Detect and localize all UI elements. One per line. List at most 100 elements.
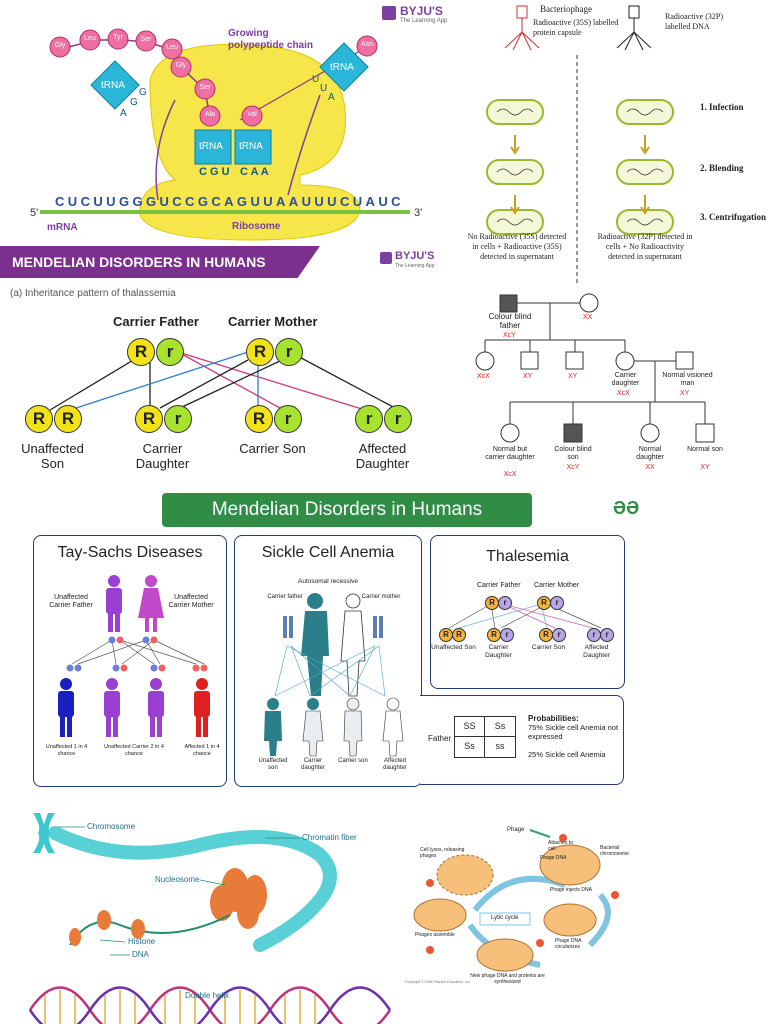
child-2-allele-1: R (135, 405, 163, 433)
lytic-phage-dna: Phage DNA (540, 855, 567, 861)
thal-small-diagram (448, 603, 602, 629)
lytic-bact-chrom: Bacterial chromosome (600, 845, 629, 857)
sickle-child-label-1: Unaffected son (258, 758, 288, 771)
small-child-2-allele-1: R (487, 628, 501, 642)
thal-small-child-1: Unaffected Son (431, 644, 476, 651)
sickle-child-4 (382, 697, 404, 757)
tay-sachs-title: Tay-Sachs Diseases (57, 544, 203, 561)
ts-child-affected (194, 678, 210, 737)
prob-1: 75% Sickle cell Anemia not expressed (528, 723, 619, 741)
gfg-title: Mendelian Disorders in Humans (211, 499, 483, 520)
step-infection: 1. Infection (700, 102, 744, 112)
amino-acid-9 (241, 105, 263, 127)
ped-gen3-label-2: Colour blind son (554, 446, 592, 461)
sickle-child-1 (264, 698, 282, 756)
ped-gen3-geno-4: XY (700, 464, 710, 471)
radio-dna-label: Radioactive (32P) labelled DNA (665, 12, 723, 31)
prob-title: Probabilities: (528, 714, 579, 723)
step-centrifugation: 3. Centrifugation (700, 212, 766, 222)
sickle-child-2 (302, 698, 324, 757)
thal-small-child-4: Affected Daughter (583, 644, 610, 659)
step-arrow-4 (640, 195, 650, 215)
pedigree-father-square (499, 294, 518, 313)
hershey-diagram (486, 5, 674, 285)
small-child-3-allele-1: R (539, 628, 553, 642)
ts-father-figure (106, 575, 122, 632)
child-1-allele-2: R (54, 405, 82, 433)
sickle-child-label-4: Affected daughter (383, 758, 407, 771)
chromatin-diagram (28, 813, 392, 1024)
sickle-father-figure (301, 593, 329, 696)
small-child-1-allele-1: R (439, 628, 453, 642)
punnett-box: Father SS Ss Ss ss Probabilities: 75% Si… (420, 695, 624, 785)
double-helix (28, 986, 392, 1024)
punnett-cell-4: ss (495, 741, 505, 751)
amino-acid-label-10: Asn (360, 41, 374, 48)
sickle-mother-figure (340, 593, 366, 697)
amino-acid-label-6: Gly (175, 62, 187, 69)
anticodon-mid-2: C A A (240, 166, 269, 178)
anticodon-right-1: U (312, 74, 320, 85)
histone-label: Histone (128, 937, 156, 946)
chromosome-label: Chromosome (87, 822, 136, 831)
amino-acid-label-5: Leu (166, 44, 178, 51)
byjus-brand-banner: BYJU'S (395, 250, 435, 262)
ped-normal-man-geno: XY (680, 390, 690, 397)
lytic-cell-left (413, 898, 467, 932)
byjus-banner-mark-icon (380, 252, 392, 264)
amino-acid-5 (161, 38, 183, 60)
thal-small-title: Thalesemia (486, 548, 569, 565)
nucleosome-cluster (210, 868, 267, 929)
lytic-cell-bottom (476, 938, 534, 972)
anticodon-left-3: G (139, 87, 147, 98)
lytic-panel: Phage Attaches to cell Phage DNA Bacteri… (400, 805, 768, 1024)
sickle-title: Sickle Cell Anemia (261, 544, 395, 561)
ts-child-label-1: Unaffected 1 in 4 chance (45, 744, 88, 757)
thal-child-label-4: Affected Daughter (355, 441, 410, 471)
ped-gen3-label-1: Normal but carrier daughter (485, 446, 535, 461)
small-father-R: R (485, 596, 499, 610)
sickle-mother-label: Carrier mother (361, 594, 401, 600)
lytic-diagram (413, 829, 619, 972)
lytic-assemble: Phages assemble (415, 932, 455, 938)
child-1-allele-1: R (25, 405, 53, 433)
amino-acid-7 (194, 78, 216, 100)
mother-allele-R: R (246, 338, 274, 366)
lytic-phage: Phage (507, 827, 525, 833)
ped-carrier-daughter: Carrier daughter (611, 372, 640, 387)
anticodon-right-3: A (328, 92, 335, 103)
bacteriophage-label: Bacteriophage (540, 4, 592, 14)
pedigree-diagram (475, 293, 715, 443)
punnett-father-label: Father (428, 734, 452, 743)
ts-mother-label: Unaffected Carrier Mother (168, 594, 214, 609)
amino-acid-10 (356, 35, 378, 57)
trna-middle-1 (194, 129, 232, 165)
anticodon-left-2: G (130, 97, 138, 108)
small-child-1-allele-2: R (452, 628, 466, 642)
punnett-cell-2: Ss (494, 721, 506, 731)
small-child-3-allele-2: r (552, 628, 566, 642)
mrna-sequence: CUCUUGGGUCCGCAGUUAAUUUCUAUC (55, 194, 404, 209)
banner-title: MENDELIAN DISORDERS IN HUMANS (12, 254, 266, 270)
amino-acid-8 (199, 105, 221, 127)
ts-child-label-3: Affected 1 in 4 chance (184, 744, 220, 757)
thal-small-father: Carrier Father (477, 582, 521, 589)
bacterial-cell-5 (616, 159, 674, 185)
radio-protein-label: Radioactive (35S) labelled protein capsu… (533, 18, 619, 37)
child-4-allele-1: r (355, 405, 383, 433)
ped-gen2-geno-3: XY (568, 373, 578, 380)
ts-child-unaffected (58, 678, 74, 737)
gfg-logo-icon: ƏƏ (613, 498, 640, 518)
sickle-diagram (264, 593, 404, 757)
ped-gen2-geno-2: XY (523, 373, 533, 380)
trna-left-label: tRNA (101, 80, 125, 91)
thal-large-diagram (49, 351, 396, 411)
trna-right (319, 42, 369, 92)
tay-sachs-diagram (58, 575, 210, 737)
amino-acid-label-9: Val (247, 111, 257, 118)
punnett-grid: SS Ss Ss ss (454, 716, 516, 758)
amino-acid-label-2: Leu (84, 35, 96, 42)
lytic-cell-lysing (436, 854, 494, 896)
mother-allele-r: r (275, 338, 303, 366)
